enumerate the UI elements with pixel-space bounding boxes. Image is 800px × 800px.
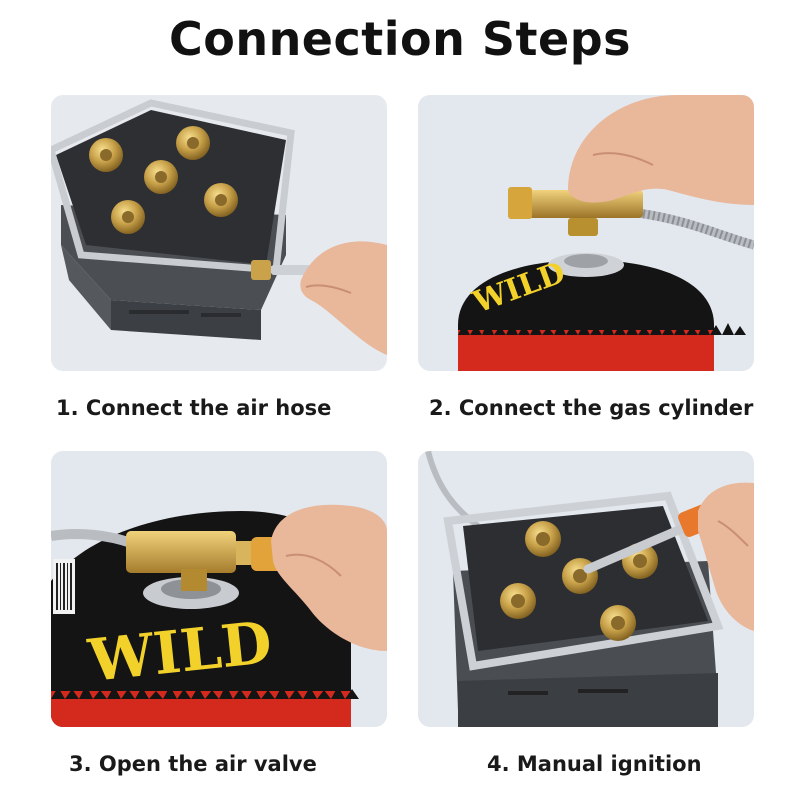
- step-3-photo: WILD: [51, 451, 387, 727]
- step-3-caption: 3. Open the air valve: [69, 752, 317, 776]
- step-1-caption: 1. Connect the air hose: [56, 396, 332, 420]
- step-2-caption: 2. Connect the gas cylinder: [429, 396, 754, 420]
- step-2-photo: WILD: [418, 95, 754, 371]
- step-4-caption: 4. Manual ignition: [487, 752, 702, 776]
- step-4-photo: [418, 451, 754, 727]
- page-title: Connection Steps: [168, 12, 632, 66]
- step-1-photo: [51, 95, 387, 371]
